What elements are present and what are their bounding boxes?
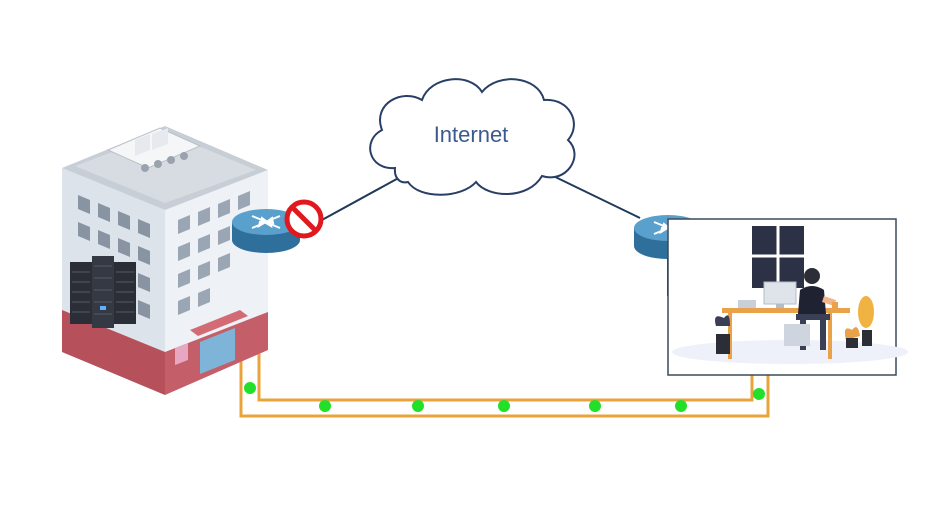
tunnel-packet: [319, 400, 331, 412]
tunnel-packet: [675, 400, 687, 412]
tunnel-packet: [589, 400, 601, 412]
remote-site: [667, 218, 908, 376]
no-entry-icon: [284, 199, 324, 239]
internet-cloud: Internet: [369, 78, 576, 196]
tunnel-packet: [498, 400, 510, 412]
tunnel-packet: [244, 382, 256, 394]
tunnel-packets: [244, 336, 765, 412]
cloud-label: Internet: [434, 122, 509, 147]
link-internet-to-remote: [544, 171, 641, 219]
hq-router-icon: [232, 209, 300, 253]
person-at-desk-icon: [715, 226, 874, 359]
tunnel-packet: [753, 388, 765, 400]
server-rack-icon: [70, 256, 136, 328]
tunnel-packet: [412, 400, 424, 412]
